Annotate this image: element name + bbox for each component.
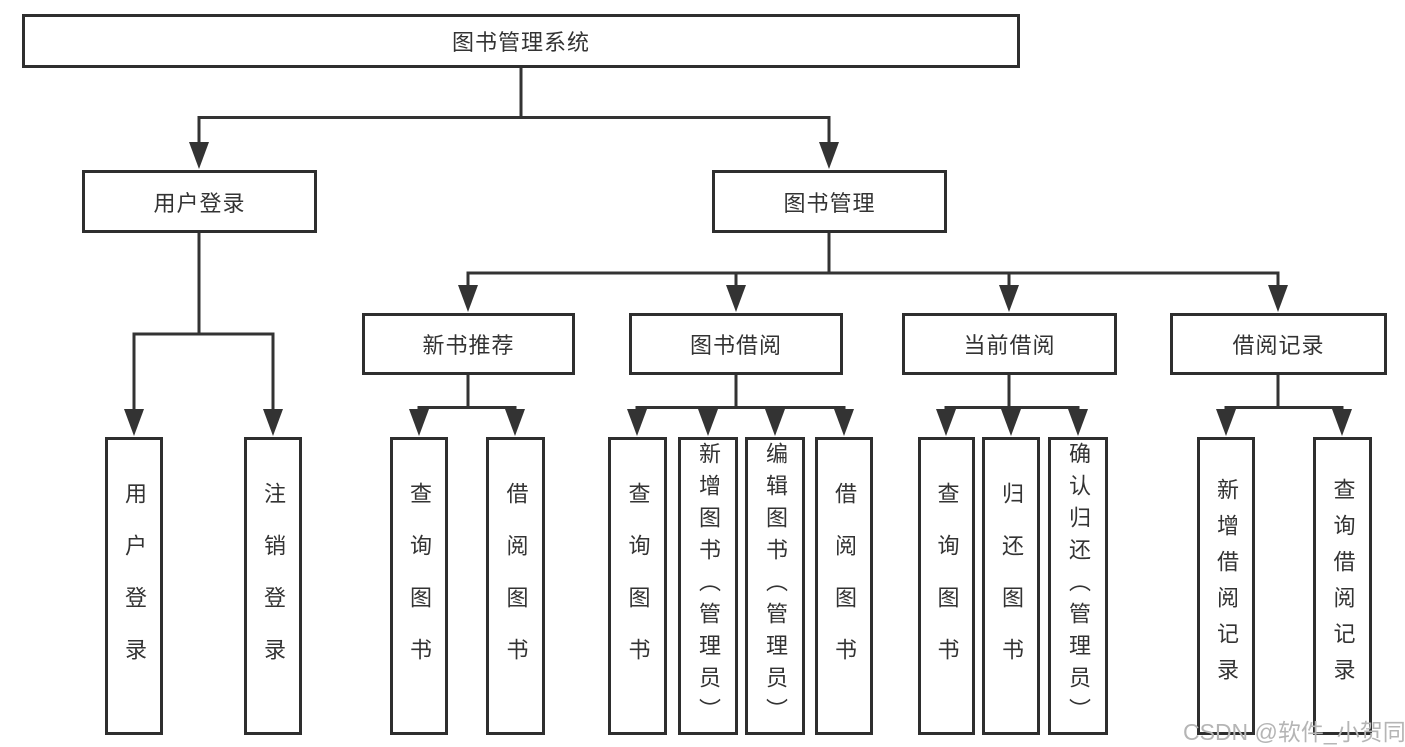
leaf-user-login: 用户登录: [105, 437, 163, 735]
connector-root-to-level2: [197, 68, 831, 143]
arrowhead-icon: [1216, 409, 1236, 436]
leaf-query-books-recommend-label: 查询图书: [407, 482, 432, 690]
leaf-borrow-books-label: 借阅图书: [832, 482, 857, 690]
node-user-login: 用户登录: [82, 170, 317, 233]
arrowhead-icon: [189, 142, 209, 169]
arrowhead-icon: [458, 285, 478, 312]
leaf-add-book-admin: 新增图书（管理员）: [678, 437, 738, 735]
arrowhead-icon: [1268, 285, 1288, 312]
arrowhead-icon: [263, 409, 283, 436]
node-current-borrow: 当前借阅: [902, 313, 1117, 375]
leaf-borrow-books-recommend: 借阅图书: [486, 437, 545, 735]
arrowhead-icon: [505, 409, 525, 436]
leaf-query-borrow-record-label: 查询借阅记录: [1330, 478, 1356, 694]
leaf-confirm-return-admin-label: 确认归还（管理员）: [1066, 442, 1091, 730]
leaf-query-books-borrow: 查询图书: [608, 437, 667, 735]
node-borrow-records: 借阅记录: [1170, 313, 1387, 375]
connector-current-borrow-to-leaves: [944, 375, 1080, 411]
leaf-add-borrow-record-label: 新增借阅记录: [1214, 478, 1239, 694]
leaf-return-books-label: 归还图书: [999, 482, 1024, 690]
leaf-query-books-current-label: 查询图书: [934, 482, 960, 690]
node-book-borrow: 图书借阅: [629, 313, 843, 375]
leaf-query-books-recommend: 查询图书: [390, 437, 448, 735]
node-book-management: 图书管理: [712, 170, 947, 233]
node-root: 图书管理系统: [22, 14, 1020, 68]
arrowhead-icon: [819, 142, 839, 169]
arrowhead-icon: [1068, 409, 1088, 436]
leaf-add-book-admin-label: 新增图书（管理员）: [696, 442, 721, 730]
leaf-edit-book-admin: 编辑图书（管理员）: [745, 437, 805, 735]
arrowhead-icon: [409, 409, 429, 436]
connector-user-login-to-leaves: [132, 233, 275, 410]
leaf-user-login-label: 用户登录: [122, 482, 147, 690]
node-borrow-records-label: 借阅记录: [1232, 333, 1325, 358]
node-book-management-label: 图书管理: [783, 190, 876, 216]
node-user-login-label: 用户登录: [153, 190, 246, 216]
leaf-borrow-books-recommend-label: 借阅图书: [503, 482, 529, 690]
leaf-borrow-books: 借阅图书: [815, 437, 873, 735]
leaf-query-books-current: 查询图书: [918, 437, 975, 735]
arrowhead-icon: [834, 409, 854, 436]
leaf-edit-book-admin-label: 编辑图书（管理员）: [763, 442, 788, 730]
node-current-borrow-label: 当前借阅: [963, 333, 1056, 358]
connector-borrow-records-to-leaves: [1224, 375, 1344, 411]
node-book-borrow-label: 图书借阅: [689, 333, 782, 358]
watermark: CSDN @软件_小贺同学: [1183, 719, 1405, 745]
node-new-book-recommend: 新书推荐: [362, 313, 575, 375]
arrowhead-icon: [1332, 409, 1352, 436]
arrowhead-icon: [124, 409, 144, 436]
node-root-label: 图书管理系统: [451, 30, 590, 55]
leaf-query-borrow-record: 查询借阅记录: [1313, 437, 1372, 735]
arrowhead-icon: [726, 285, 746, 312]
arrowhead-icon: [698, 409, 718, 436]
leaf-query-books-borrow-label: 查询图书: [625, 482, 651, 690]
arrowhead-icon: [1001, 409, 1021, 436]
leaf-confirm-return-admin: 确认归还（管理员）: [1048, 437, 1108, 735]
arrowhead-icon: [627, 409, 647, 436]
node-new-book-recommend-label: 新书推荐: [422, 333, 515, 358]
arrowhead-icon: [765, 409, 785, 436]
arrowhead-icon: [936, 409, 956, 436]
connector-new-book-recommend-to-leaves: [417, 375, 517, 411]
leaf-logout-label: 注销登录: [261, 482, 286, 690]
leaf-add-borrow-record: 新增借阅记录: [1197, 437, 1255, 735]
connector-book-borrow-to-leaves: [635, 375, 846, 411]
leaf-logout: 注销登录: [244, 437, 302, 735]
leaf-return-books: 归还图书: [982, 437, 1040, 735]
arrowhead-icon: [999, 285, 1019, 312]
connector-book-management-to-level3: [466, 233, 1280, 287]
